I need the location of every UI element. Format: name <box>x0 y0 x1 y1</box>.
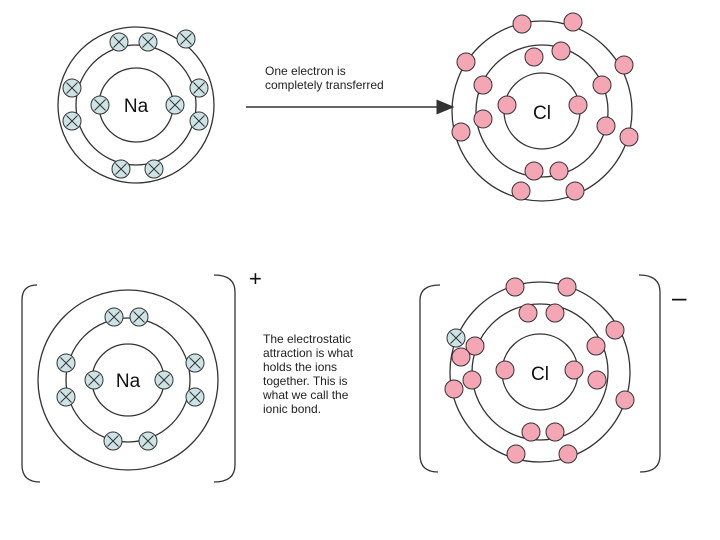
sodium-outer-shell <box>57 26 215 184</box>
chlorine-electron-icon <box>451 122 471 142</box>
chloride-ion-symbol: Cl <box>531 364 549 385</box>
sodium-electron-icon <box>111 159 131 179</box>
chlorine-electron-icon <box>557 277 577 297</box>
sodium-electron-icon <box>104 307 124 327</box>
chlorine-electron-icon <box>456 52 476 72</box>
chlorine-electron-icon <box>524 47 544 67</box>
chlorine-electron-icon <box>615 390 635 410</box>
chlorine-outer-shell <box>451 20 633 202</box>
sodium-electron-icon <box>176 29 196 49</box>
chlorine-electron-icon <box>497 95 517 115</box>
ionic-bond-caption: The electrostatic attraction is what hol… <box>263 332 354 416</box>
sodium-electron-icon <box>185 353 205 373</box>
sodium-electron-icon <box>144 159 164 179</box>
sodium-electron-icon <box>189 78 209 98</box>
chlorine-electron-icon <box>495 360 515 380</box>
sodium-middle-shell <box>75 44 197 166</box>
sodium-ion-charge: + <box>249 266 262 291</box>
chlorine-electron-icon <box>551 41 571 61</box>
chlorine-electron-icon <box>558 444 578 464</box>
chlorine-electron-icon <box>596 116 616 136</box>
chlorine-electron-icon <box>462 370 482 390</box>
sodium-electron-icon <box>185 387 205 407</box>
sodium-atom: Na <box>57 26 215 184</box>
chlorine-electron-icon <box>473 75 493 95</box>
sodium-electron-icon <box>62 78 82 98</box>
sodium-ion-outer-shell <box>37 289 219 471</box>
chloride-ion-charge: – <box>672 282 687 312</box>
sodium-electron-icon <box>56 387 76 407</box>
chlorine-atom: Cl <box>451 12 639 202</box>
sodium-electron-icon <box>165 95 185 115</box>
chlorine-electron-icon <box>465 336 485 356</box>
chlorine-electron-icon <box>592 75 612 95</box>
transfer-caption: One electron is completely transferred <box>265 64 384 92</box>
chlorine-electron-icon <box>518 303 538 323</box>
chlorine-electron-icon <box>563 12 583 32</box>
chlorine-electron-icon <box>451 347 471 367</box>
sodium-electron-icon <box>90 95 110 115</box>
chlorine-electron-icon <box>587 370 607 390</box>
chloride-ion-left-bracket <box>419 284 441 473</box>
sodium-electron-icon <box>189 111 209 131</box>
sodium-ion-symbol: Na <box>116 371 141 392</box>
sodium-electron-icon <box>129 307 149 327</box>
chlorine-electron-icon <box>545 422 565 442</box>
chlorine-electron-icon <box>444 379 464 399</box>
chlorine-electron-icon <box>565 181 585 201</box>
chlorine-symbol: Cl <box>533 103 551 124</box>
sodium-electron-icon <box>138 32 158 52</box>
chlorine-electron-icon <box>473 109 493 129</box>
chlorine-electron-icon <box>586 336 606 356</box>
chlorine-middle-shell <box>475 44 609 178</box>
chlorine-electron-icon <box>524 161 544 181</box>
sodium-electron-icon <box>154 370 174 390</box>
sodium-electron-icon <box>446 328 466 348</box>
chlorine-electron-icon <box>605 320 625 340</box>
sodium-symbol: Na <box>124 96 149 117</box>
sodium-electron-icon <box>103 431 123 451</box>
chlorine-electron-icon <box>511 181 531 201</box>
chlorine-electron-icon <box>564 360 584 380</box>
chlorine-electron-icon <box>549 161 569 181</box>
chlorine-electron-icon <box>619 127 639 147</box>
sodium-electron-icon <box>84 370 104 390</box>
chlorine-electron-icon <box>545 303 565 323</box>
sodium-electron-icon <box>138 431 158 451</box>
chlorine-electron-icon <box>506 444 526 464</box>
sodium-ion-right-bracket <box>213 274 236 483</box>
sodium-ion-middle-shell <box>65 317 191 443</box>
chlorine-electron-icon <box>505 277 525 297</box>
sodium-electron-icon <box>56 353 76 373</box>
sodium-electron-icon <box>62 111 82 131</box>
sodium-ion: Na <box>21 274 236 483</box>
sodium-ion-left-bracket <box>21 284 41 483</box>
chloride-ion-outer-shell <box>449 281 631 463</box>
chlorine-electron-icon <box>568 95 588 115</box>
chlorine-electron-icon <box>614 55 634 75</box>
chlorine-electron-icon <box>512 14 532 34</box>
chlorine-electron-icon <box>521 422 541 442</box>
chloride-ion-right-bracket <box>638 274 661 473</box>
sodium-electron-icon <box>109 32 129 52</box>
chloride-ion: Cl <box>419 274 661 473</box>
